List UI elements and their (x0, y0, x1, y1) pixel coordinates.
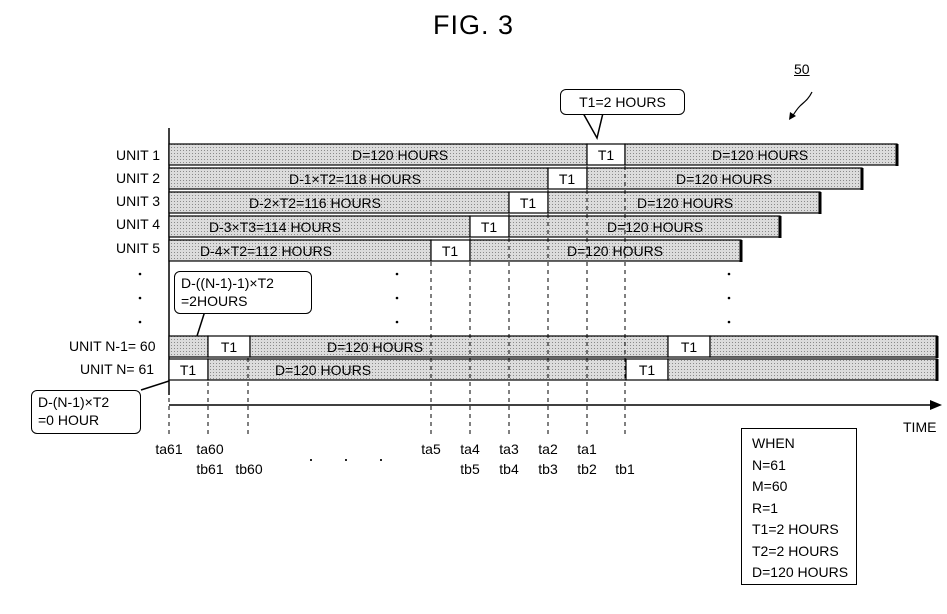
time-axis-label: TIME (903, 419, 936, 435)
legend-line-n: N=61 (752, 455, 856, 477)
tick-tb1: tb1 (605, 460, 645, 478)
unit-2-bar: D-1×T2=118 HOURS T1 D=120 HOURS (169, 168, 862, 190)
unit-5-seg-1: D-4×T2=112 HOURS (200, 243, 332, 259)
tick-tb60: tb60 (229, 460, 269, 478)
legend-line-when: WHEN (752, 433, 856, 455)
tick-tb2: tb2 (567, 460, 607, 478)
top-callout-pointer (583, 113, 603, 138)
unit-1-seg-1: D=120 HOURS (352, 147, 448, 163)
unit-n-bar: T1 D=120 HOURS T1 (169, 359, 937, 381)
unit-n-d: D=120 HOURS (275, 362, 371, 378)
tick-tb5: tb5 (450, 460, 490, 478)
legend-line-m: M=60 (752, 476, 856, 498)
unit-n-t1-b: T1 (639, 362, 656, 378)
unit-n-t1-a: T1 (180, 362, 197, 378)
unit-n-minus-1-t1-b: T1 (681, 339, 698, 355)
unit-5-bar: D-4×T2=112 HOURS T1 D=120 HOURS (169, 240, 741, 262)
conditions-legend: WHEN N=61 M=60 R=1 T1=2 HOURS T2=2 HOURS… (741, 428, 857, 585)
unit-1-seg-3: D=120 HOURS (712, 147, 808, 163)
callout-t1-text: T1=2 HOURS (579, 94, 666, 110)
unit-4-seg-3: D=120 HOURS (607, 219, 703, 235)
unit-2-seg-1: D-1×T2=118 HOURS (289, 171, 421, 187)
tick-ta5: ta5 (411, 440, 451, 458)
horizontal-ellipsis: · · · (308, 449, 396, 470)
time-axis-arrow (169, 400, 942, 410)
reference-leader-line (792, 92, 812, 117)
tick-tb4: tb4 (489, 460, 529, 478)
unit-5-seg-3: D=120 HOURS (567, 243, 663, 259)
tick-tb61: tb61 (190, 460, 230, 478)
callout-t1: T1=2 HOURS (560, 89, 685, 115)
unit-3-seg-3: D=120 HOURS (637, 195, 733, 211)
legend-line-r: R=1 (752, 498, 856, 520)
unit-5-seg-2: T1 (442, 243, 459, 259)
callout-n-minus-1-line1: D-((N-1)-1)×T2 (181, 274, 305, 292)
legend-line-d: D=120 HOURS (752, 562, 856, 584)
legend-line-t1: T1=2 HOURS (752, 519, 856, 541)
callout-n-minus-1: D-((N-1)-1)×T2 =2HOURS (174, 271, 312, 314)
tick-ta4: ta4 (450, 440, 490, 458)
unit-2-seg-2: T1 (559, 171, 576, 187)
tick-tb3: tb3 (528, 460, 568, 478)
unit-4-seg-1: D-3×T3=114 HOURS (209, 219, 341, 235)
tick-ta1: ta1 (567, 440, 607, 458)
unit-2-seg-3: D=120 HOURS (676, 171, 772, 187)
unit-3-seg-1: D-2×T2=116 HOURS (249, 195, 381, 211)
unit-n-minus-1-bar: T1 D=120 HOURS T1 (169, 336, 937, 358)
unit-1-bar: D=120 HOURS T1 D=120 HOURS (169, 144, 897, 166)
callout-n: D-(N-1)×T2 =0 HOUR (31, 390, 141, 434)
tick-ta61: ta61 (149, 440, 189, 458)
unit-1-seg-2: T1 (598, 147, 615, 163)
callout-n-line1: D-(N-1)×T2 (38, 393, 134, 411)
legend-line-t2: T2=2 HOURS (752, 541, 856, 563)
unit-n-minus-1-d: D=120 HOURS (327, 339, 423, 355)
callout-n-minus-1-line2: =2HOURS (181, 292, 305, 310)
callout-n-line2: =0 HOUR (38, 411, 134, 429)
unit-4-seg-2: T1 (481, 219, 498, 235)
unit-n-minus-1-t1-a: T1 (221, 339, 238, 355)
unit-3-bar: D-2×T2=116 HOURS T1 D=120 HOURS (169, 192, 820, 214)
tick-ta2: ta2 (528, 440, 568, 458)
unit-4-bar: D-3×T3=114 HOURS T1 D=120 HOURS (169, 216, 780, 238)
tick-ta60: ta60 (190, 440, 230, 458)
tick-ta3: ta3 (489, 440, 529, 458)
unit-3-seg-2: T1 (520, 195, 537, 211)
